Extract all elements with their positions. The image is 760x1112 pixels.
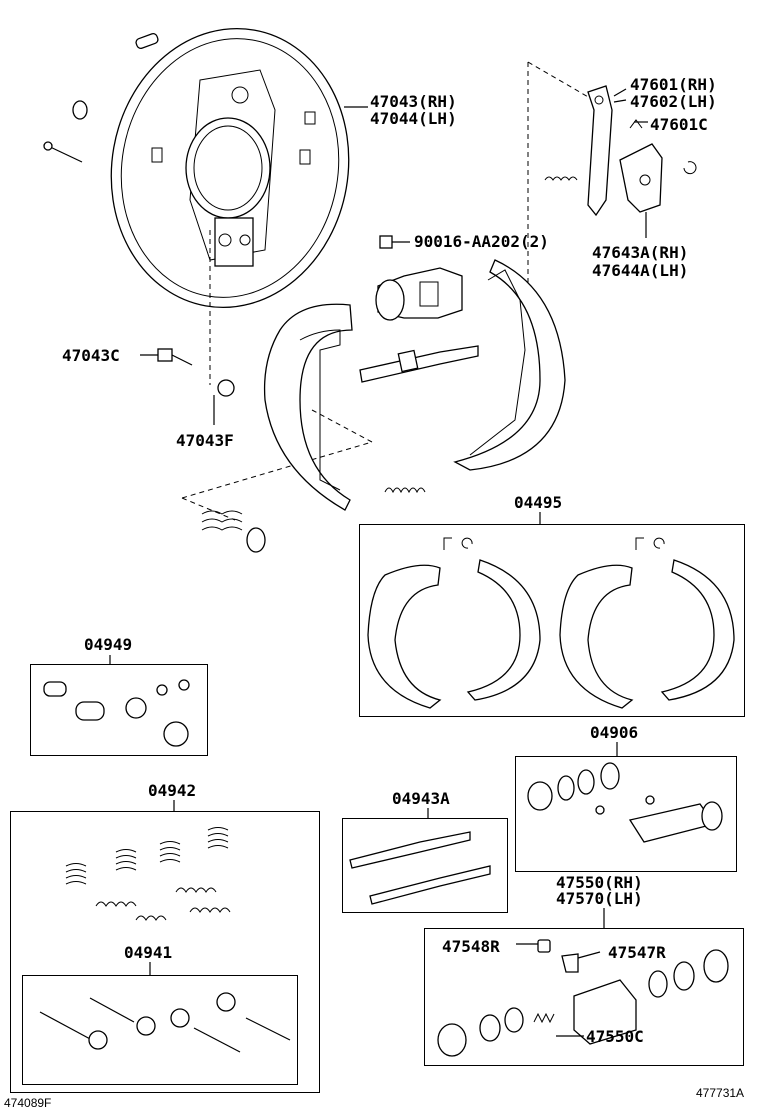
part-label-47601c[interactable]: 47601C: [650, 115, 708, 134]
part-label-47043[interactable]: 47043(RH): [370, 92, 457, 111]
footer-right-code: 477731A: [696, 1086, 745, 1100]
part-label-47044[interactable]: 47044(LH): [370, 109, 457, 128]
box-04943a: [342, 818, 508, 913]
footer-left-code: 474089F: [4, 1096, 52, 1110]
part-label-47548r[interactable]: 47548R: [442, 937, 500, 956]
part-label-47644a[interactable]: 47644A(LH): [592, 261, 689, 280]
part-label-47550[interactable]: 47550(RH): [556, 873, 643, 892]
part-label-47547r[interactable]: 47547R: [608, 943, 666, 962]
part-label-04943a[interactable]: 04943A: [392, 789, 450, 808]
box-04906: [515, 756, 737, 872]
box-47550: [424, 928, 744, 1066]
part-label-47643a[interactable]: 47643A(RH): [592, 243, 689, 262]
part-label-04906[interactable]: 04906: [590, 723, 639, 742]
part-label-04941[interactable]: 04941: [124, 943, 173, 962]
part-label-47602[interactable]: 47602(LH): [630, 92, 717, 111]
part-label-04949[interactable]: 04949: [84, 635, 133, 654]
part-label-47601[interactable]: 47601(RH): [630, 75, 717, 94]
box-04941: [22, 975, 298, 1085]
lever-drawing: [587, 85, 697, 238]
part-label-04942[interactable]: 04942: [148, 781, 197, 800]
box-04949: [30, 664, 208, 756]
box-04495: [359, 524, 745, 717]
part-label-47550c[interactable]: 47550C: [586, 1027, 644, 1046]
part-label-47043f[interactable]: 47043F: [176, 431, 234, 450]
part-label-04495[interactable]: 04495: [514, 493, 563, 512]
box-04942: [10, 811, 320, 1093]
part-label-47570[interactable]: 47570(LH): [556, 889, 643, 908]
backing-plate-drawing: [110, 27, 350, 309]
part-label-47043c[interactable]: 47043C: [62, 346, 120, 365]
part-label-90016[interactable]: 90016-AA202(2): [414, 232, 549, 251]
